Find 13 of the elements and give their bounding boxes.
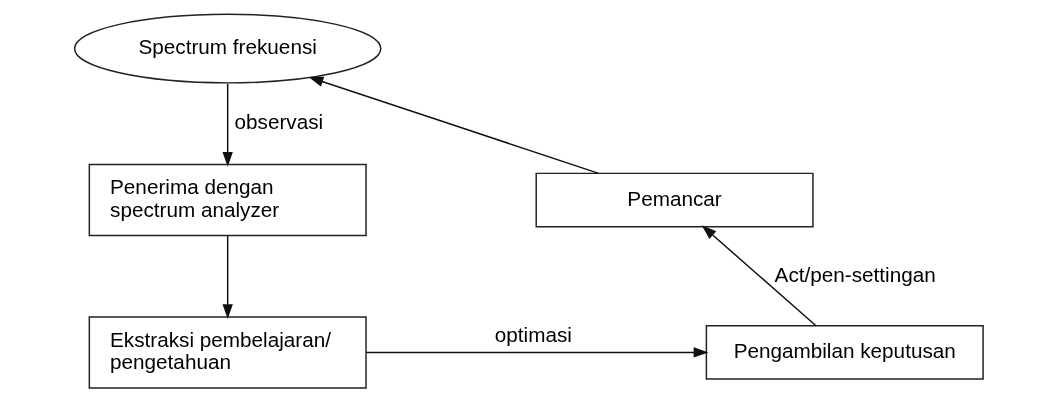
arrow <box>222 83 233 167</box>
edge-label: Act/pen-settingan <box>774 262 936 286</box>
arrow <box>308 76 599 175</box>
edge-label: observasi <box>234 110 323 134</box>
node-ellipse: Spectrum frekuensi <box>73 13 382 84</box>
arrow <box>222 235 233 320</box>
node-box: Pengambilan keputusan <box>705 325 984 380</box>
node-box: Penerima dengan spectrum analyzer <box>88 163 367 237</box>
arrow <box>701 225 816 327</box>
node-box: Pemancar <box>534 172 814 228</box>
arrow <box>364 347 708 358</box>
edge-label: optimasi <box>494 323 572 347</box>
node-box: Ekstraksi pembelajaran/ pengetahuan <box>88 316 367 389</box>
